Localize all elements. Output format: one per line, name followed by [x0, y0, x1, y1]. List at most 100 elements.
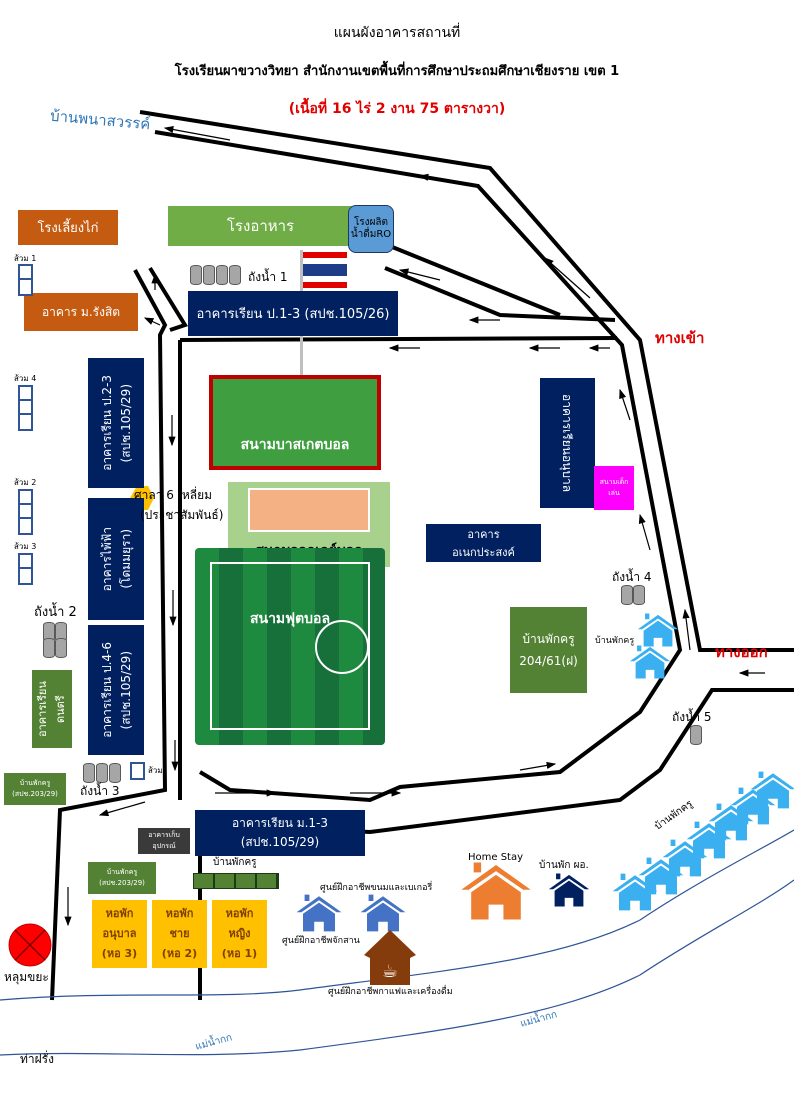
playground: สนามเด็กเล่น — [594, 466, 634, 510]
toilet-icon — [18, 413, 33, 431]
sala-sub: (ประชาสัมพันธ์) — [140, 508, 224, 522]
building-p4-6-label: อาคารเรียน ป.4-6 — [100, 642, 114, 738]
water-tank-icon — [190, 265, 202, 285]
multipurpose-building: อาคารอเนกประสงค์ — [426, 524, 541, 562]
tank1-label: ถังน้ำ 1 — [248, 270, 288, 284]
teacher-house-c-label: บ้านพักครู — [595, 636, 635, 646]
tank5-label: ถังน้ำ 5 — [672, 710, 712, 724]
map-title: แผนผังอาคารสถานที่ — [333, 25, 461, 41]
svg-text:☕: ☕ — [382, 961, 398, 982]
building-m1-3-code: (สปช.105/29) — [240, 835, 320, 849]
building-p4-6-code: (สปช.105/29) — [119, 650, 133, 730]
water-tank-icon — [109, 763, 121, 783]
school-name: โรงเรียนผาขวางวิทยา สำนักงานเขตพื้นที่กา… — [174, 64, 620, 79]
football-field-lines — [210, 562, 370, 730]
toilet2-label: ส้วม 2 — [14, 478, 37, 487]
teacher-house-a: บ้านพักครู (สปช.203/29) — [4, 773, 66, 805]
dorm-3-l1: หอพัก — [105, 907, 134, 920]
music-label: อาคารเรียนดนตรี — [36, 681, 67, 737]
homestay-label: Home Stay — [468, 852, 524, 863]
canteen: โรงอาหาร — [168, 206, 353, 246]
dorm-1-l2: หญิง — [228, 927, 251, 940]
tank2-label: ถังน้ำ 2 — [34, 605, 77, 620]
tank3-label: ถังน้ำ 3 — [80, 784, 120, 798]
water-tank-icon — [229, 265, 241, 285]
dorm-1-l1: หอพัก — [225, 907, 254, 920]
house-icons: ☕ — [296, 613, 794, 985]
water-tank-icon — [96, 763, 108, 783]
toilet-icon — [18, 567, 33, 585]
water-tank-icon — [203, 265, 215, 285]
teacher-house-a-code: (สปช.203/29) — [12, 790, 58, 798]
teacher-house-d-code: (สปช.203/29) — [99, 879, 145, 887]
teacher-house-b-label: บ้านพักครู — [522, 632, 575, 646]
teacher-house-b: บ้านพักครู 204/61(ฝ) — [510, 607, 587, 693]
paifa-label: อาคารไพ้ฟ้า — [100, 526, 114, 592]
chicken-house: โรงเลี้ยงไก่ — [18, 210, 118, 245]
dorm-3: หอพักอนุบาล (หอ 3) — [92, 900, 147, 968]
coffee-label: ศูนย์ฝึกอาชีพกาแฟและเครื่องดื่ม — [328, 987, 453, 997]
toilet-icon — [130, 762, 145, 780]
dorm-3-l3: (หอ 3) — [101, 947, 138, 960]
director-house-label: บ้านพัก ผอ. — [539, 860, 589, 871]
dorm-1-l3: (หอ 1) — [221, 947, 258, 960]
water-tank-icon — [633, 585, 645, 605]
thai-flag-icon — [303, 252, 347, 288]
dorm-2-l2: ชาย — [169, 927, 190, 940]
kindergarten-building: อาคารเรียนอนุบาล — [540, 378, 595, 508]
water-tank-icon — [690, 725, 702, 745]
volleyball-net-area — [248, 488, 370, 532]
dorm-3-l2: อนุบาล — [102, 927, 137, 940]
building-p2-3-label: อาคารเรียน ป.2-3 — [100, 375, 114, 471]
toilet-label: ส้วม — [148, 766, 163, 775]
building-m1-3: อาคารเรียน ม.1-3 (สปช.105/29) — [195, 810, 365, 856]
kindergarten-label: อาคารเรียนอนุบาล — [560, 393, 574, 493]
building-p4-6: อาคารเรียน ป.4-6 (สปช.105/29) — [88, 625, 144, 755]
water-tank-icon — [83, 763, 95, 783]
sala-label: ศาลา 6 เหลี่ยม — [134, 488, 213, 502]
building-p2-3-code: (สปช.105/29) — [119, 383, 133, 463]
water-tank-icon — [55, 638, 67, 658]
water-tank-icon — [216, 265, 228, 285]
toilet3-label: ส้วม 3 — [14, 542, 37, 551]
entrance-label: ทางเข้า — [655, 329, 705, 347]
multipurpose-label-1: อาคาร — [467, 528, 500, 541]
basketball-court: สนามบาสเกตบอล — [209, 375, 381, 470]
storage-building: อาคารเก็บอุปกรณ์ — [138, 828, 190, 854]
weaving-label: ศูนย์ฝึกอาชีพจักสาน — [282, 936, 360, 946]
pier-label: ท่าฝรั่ง — [20, 1052, 54, 1066]
dorm-2-l3: (หอ 2) — [161, 947, 198, 960]
toilet-icon — [18, 278, 33, 296]
paifa-sub: (โดมมยุรา) — [119, 529, 133, 589]
water-tank-icon — [43, 638, 55, 658]
area-size: (เนื้อที่ 16 ไร่ 2 งาน 75 ตารางวา) — [288, 101, 506, 117]
dorm-1: หอพักหญิง (หอ 1) — [212, 900, 267, 968]
paifa-building: อาคารไพ้ฟ้า (โดมมยุรา) — [88, 498, 144, 620]
flagpole-base — [300, 336, 303, 376]
building-p1-3: อาคารเรียน ป.1-3 (สปช.105/26) — [188, 291, 398, 336]
exit-label: ทางออก — [715, 643, 768, 661]
teacher-house-b-code: 204/61(ฝ) — [519, 654, 578, 668]
ro-water-plant: โรงผลิตน้ำดื่มRO — [348, 205, 394, 253]
dorm-2: หอพักชาย (หอ 2) — [152, 900, 207, 968]
toilet-icon — [18, 517, 33, 535]
dorm-2-l1: หอพัก — [165, 907, 194, 920]
teacher-row-houses — [193, 873, 279, 889]
traffic-arrows — [64, 125, 765, 927]
building-p2-3: อาคารเรียน ป.2-3 (สปช.105/29) — [88, 358, 144, 488]
teacher-house-d-label: บ้านพักครู — [106, 868, 138, 876]
teacher-row-label: บ้านพักครู — [213, 857, 257, 868]
bakery-label: ศูนย์ฝึกอาชีพขนมและเบเกอรี่ — [320, 883, 433, 893]
water-tank-icon — [621, 585, 633, 605]
flagpole — [300, 250, 303, 291]
music-building: อาคารเรียนดนตรี — [32, 670, 72, 748]
teacher-house-d: บ้านพักครู (สปช.203/29) — [88, 862, 156, 894]
multipurpose-label-2: อเนกประสงค์ — [452, 546, 515, 559]
rangsit-building: อาคาร ม.รังสิต — [24, 293, 138, 331]
toilet1-label: ส้วม 1 — [14, 254, 37, 263]
trash-label: หลุมขยะ — [4, 970, 49, 984]
toilet4-label: ส้วม 4 — [14, 374, 37, 383]
teacher-house-a-label: บ้านพักครู — [19, 779, 51, 787]
building-m1-3-label: อาคารเรียน ม.1-3 — [231, 816, 329, 830]
